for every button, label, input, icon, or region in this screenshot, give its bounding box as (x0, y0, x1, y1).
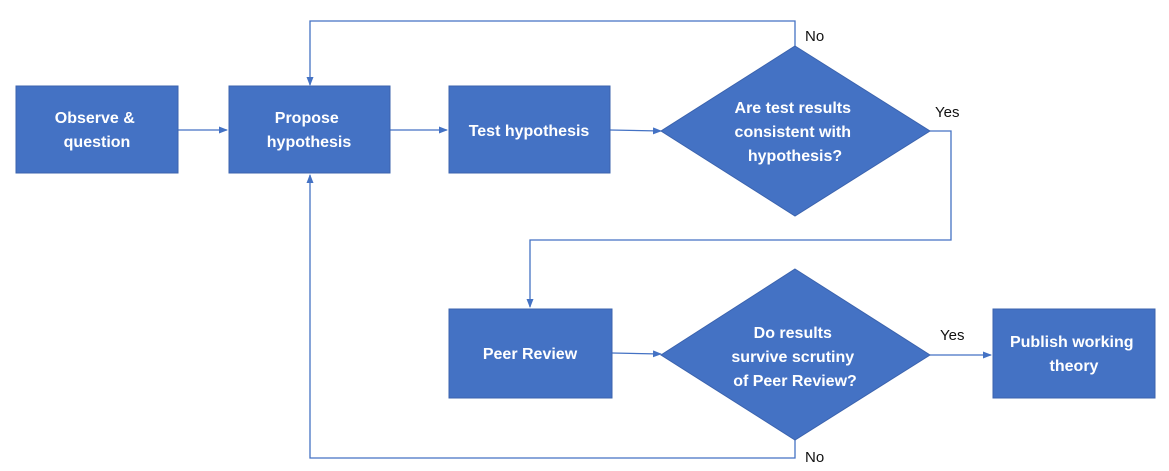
peer-line-1: Peer Review (483, 346, 578, 363)
label-no-bottom: No (805, 449, 824, 466)
publish-working-theory-box: Publish working theory (992, 308, 1156, 399)
svg-text:Do results survive scr: Do results survive scrutiny of Peer Revi… (731, 325, 858, 390)
observe-question-box: Observe & question (15, 85, 179, 174)
svg-text:Observe & question: Observe & question (55, 110, 140, 151)
publish-line-1: Publish working (1010, 334, 1134, 351)
connector-peer-to-decision2 (611, 350, 662, 358)
svg-text:Are test results consi: Are test results consistent with hypothe… (735, 100, 856, 165)
connectors (178, 20, 992, 459)
label-yes-publish: Yes (940, 327, 964, 344)
svg-text:Test hypothesis: Test hypothesis (469, 123, 590, 140)
label-no-top: No (805, 28, 824, 45)
decision2-line-1: Do results (754, 325, 832, 342)
connector-decision1-no-loop (306, 20, 796, 86)
decision1-line-1: Are test results (735, 100, 852, 117)
svg-text:Publish working theory: Publish working theory (1010, 334, 1138, 375)
decision2-line-3: of Peer Review? (733, 373, 857, 390)
observe-line-2: question (64, 134, 131, 151)
propose-hypothesis-box: Propose hypothesis (228, 85, 391, 174)
propose-line-1: Propose (275, 110, 339, 127)
publish-line-2: theory (1050, 358, 1099, 375)
test-hypothesis-box: Test hypothesis (448, 85, 611, 174)
decision-survive-scrutiny-diamond: Do results survive scrutiny of Peer Revi… (660, 268, 931, 441)
svg-text:Propose hypothesis: Propose hypothesis (267, 110, 352, 151)
test-line-1: Test hypothesis (469, 123, 590, 140)
svg-text:Peer Review: Peer Review (483, 346, 578, 363)
decision2-line-2: survive scrutiny (731, 349, 854, 366)
peer-review-box: Peer Review (448, 308, 613, 399)
observe-line-1: Observe & (55, 110, 135, 127)
decision1-line-3: hypothesis? (748, 148, 842, 165)
label-yes-consistent: Yes (935, 104, 959, 121)
decision-consistent-diamond: Are test results consistent with hypothe… (660, 45, 931, 217)
decision1-line-2: consistent with (735, 124, 851, 141)
propose-line-2: hypothesis (267, 134, 352, 151)
connector-test-to-decision1 (609, 127, 662, 135)
connector-decision2-no-loop (306, 174, 796, 459)
connector-decision1-yes-to-peer (526, 130, 952, 308)
